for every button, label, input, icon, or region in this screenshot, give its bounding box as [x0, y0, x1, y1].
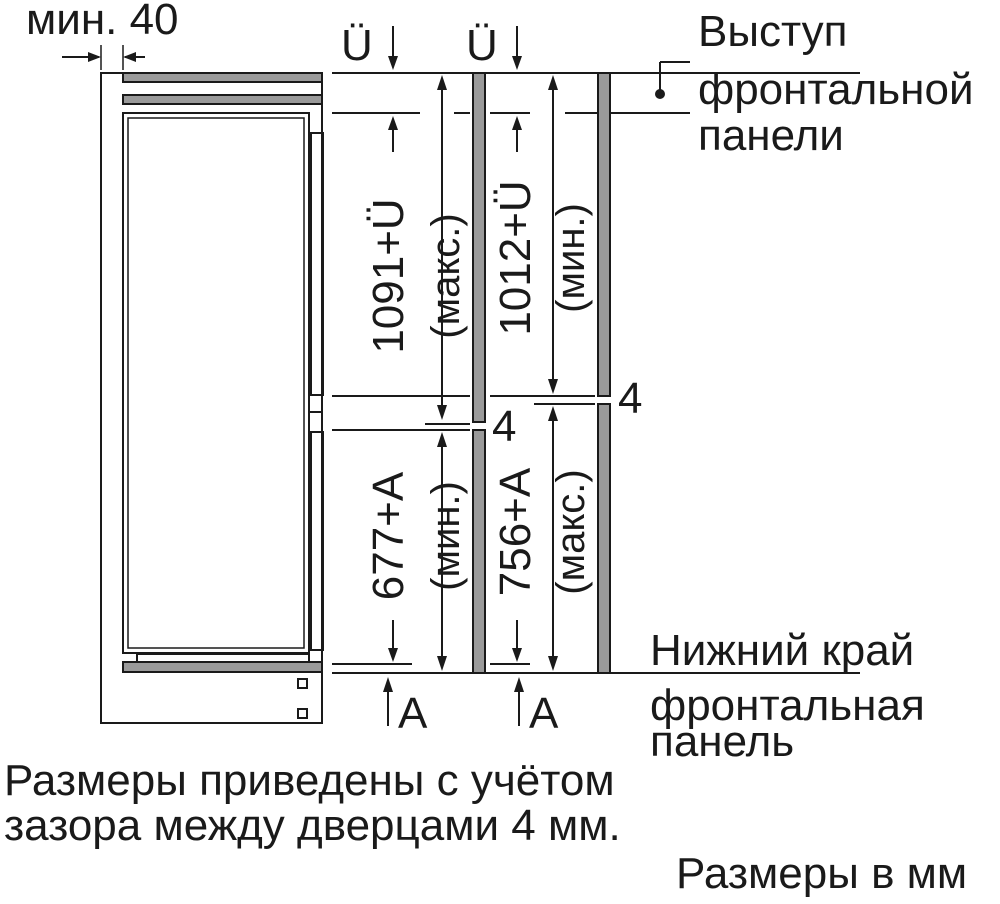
- dimension-lines: [388, 75, 558, 671]
- dimension-texts: 1091+Ü (макс.) 1012+Ü (мин.) 677+A (мин.…: [364, 180, 593, 600]
- top-callout-line3: панели: [698, 111, 844, 160]
- left-lower-panel: [472, 429, 486, 674]
- lower-down-arrow-left-head: [388, 648, 398, 662]
- foot: [297, 678, 308, 689]
- left-upper-panel: [472, 72, 486, 423]
- a-arrow-right-head: [514, 677, 524, 692]
- top-callout-line1: Выступ: [698, 7, 847, 56]
- dim-lower-max-top-arrow: [548, 406, 558, 421]
- bottom-callout-line1: Нижний край: [650, 626, 914, 675]
- niche-outline: [100, 72, 323, 724]
- dim-upper-max-note: (макс.): [424, 213, 468, 338]
- right-lower-panel: [597, 403, 611, 674]
- upper-up-arrow-right-head: [512, 116, 522, 130]
- bottom-marker-right: A: [529, 689, 559, 738]
- bottom-marker-left: A: [398, 689, 428, 738]
- arrow-left-head: [123, 52, 136, 62]
- bottom-callout-line3: панель: [650, 717, 794, 766]
- right-upper-panel: [597, 72, 611, 397]
- cabinet-drawing: [100, 72, 324, 724]
- dim-upper-min-value: 1012+Ü: [491, 180, 540, 335]
- dim-upper-max-top-arrow: [437, 75, 447, 90]
- lower-down-arrow-right-head: [512, 648, 522, 662]
- lower-hinge-edge: [310, 431, 324, 651]
- gap-label-right: 4: [618, 374, 642, 423]
- appliance-body: [122, 112, 310, 654]
- plinth-base: [136, 653, 310, 663]
- appliance-inner: [127, 117, 305, 649]
- arrow-right-head: [88, 52, 101, 62]
- dim-lower-max-note: (макс.): [549, 469, 593, 594]
- dim-upper-max-bottom-arrow: [437, 405, 447, 420]
- dim-upper-max-value: 1091+Ü: [364, 198, 413, 353]
- dim-upper-min-note: (мин.): [549, 203, 593, 313]
- front-panels: [472, 72, 611, 674]
- bottom-markers: A A: [383, 677, 559, 738]
- top-callout-dot: [655, 89, 665, 99]
- top-strip: [122, 72, 323, 83]
- overhang-markers: Ü Ü: [341, 21, 522, 152]
- dim-lower-min-top-arrow: [437, 432, 447, 447]
- gap-label-left: 4: [492, 402, 516, 451]
- dim-lower-min-bottom-arrow: [437, 656, 447, 671]
- overhang-marker-left: Ü: [341, 21, 373, 70]
- overhang-arrow-left-head: [388, 56, 398, 70]
- dim-lower-min-note: (мин.): [424, 481, 468, 591]
- bottom-callout-line2: фронтальная: [650, 681, 925, 730]
- dim-lower-max-value: 756+A: [491, 467, 540, 596]
- foot-2: [297, 708, 308, 719]
- top-strip-2: [122, 94, 323, 105]
- min-clearance-dimension: мин. 40: [26, 0, 179, 70]
- upper-hinge-edge: [310, 132, 324, 396]
- dim-lower-min-value: 677+A: [364, 471, 413, 600]
- overhang-arrow-right-head: [512, 56, 522, 70]
- bottom-callout: Нижний край фронтальная панель: [650, 626, 925, 766]
- units-note: Размеры в мм: [676, 849, 967, 898]
- note-line2: зазора между дверцами 4 мм.: [4, 801, 621, 850]
- min-clearance-label: мин. 40: [26, 0, 179, 44]
- reference-lines: [332, 72, 860, 674]
- dim-lower-max-bottom-arrow: [548, 656, 558, 671]
- top-callout: Выступ фронтальной панели: [655, 7, 974, 160]
- a-arrow-left-head: [383, 677, 393, 692]
- dim-upper-min-top-arrow: [548, 75, 558, 90]
- upper-up-arrow-left-head: [388, 116, 398, 130]
- plinth-strip: [122, 661, 323, 673]
- top-callout-line2: фронтальной: [698, 65, 974, 114]
- note-line1: Размеры приведены с учётом: [4, 756, 615, 805]
- overhang-marker-right: Ü: [466, 21, 498, 70]
- dim-upper-min-bottom-arrow: [548, 379, 558, 394]
